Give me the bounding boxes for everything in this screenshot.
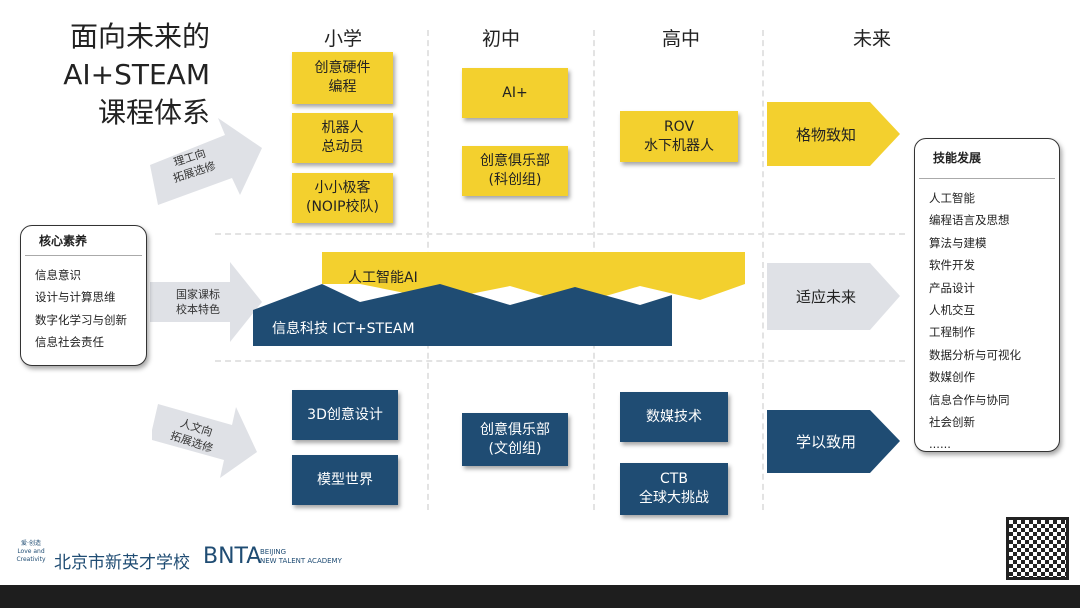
- slogan-logo: 爱·创造 Love and Creativity: [16, 540, 46, 563]
- list-item: 人机交互: [929, 303, 975, 318]
- course-box: 模型世界: [292, 455, 398, 505]
- list-item: 产品设计: [929, 280, 975, 295]
- course-box: AI+: [462, 68, 568, 118]
- course-box: 3D创意设计: [292, 390, 398, 440]
- list-item: 算法与建模: [929, 235, 987, 250]
- ict-band-label: 信息科技 ICT+STEAM: [272, 321, 415, 337]
- title-line: 面向未来的: [69, 20, 210, 53]
- list-item: 数据分析与可视化: [929, 347, 1021, 362]
- future-humanities-label: 学以致用: [795, 433, 856, 451]
- title-line: AI+STEAM: [63, 58, 210, 91]
- future-adapt-label: 适应未来: [795, 288, 856, 306]
- school-name-en: BEIJING NEW TALENT ACADEMY: [260, 548, 342, 565]
- core-literacy-title: 核心素养: [25, 226, 142, 256]
- science-arrow-shape: [150, 118, 262, 205]
- column-high: 高中: [661, 28, 700, 50]
- course-box: 小小极客 (NOIP校队): [292, 173, 393, 223]
- future-science-label: 格物致知: [795, 126, 856, 144]
- list-item: 编程语言及思想: [929, 213, 1010, 228]
- humanities-arrow-shape: [152, 404, 257, 478]
- list-item: 信息意识: [35, 268, 81, 282]
- school-name-cn: 北京市新英才学校: [54, 553, 190, 573]
- core-arrow-shape: [150, 262, 262, 342]
- column-middle: 初中: [481, 28, 520, 50]
- list-item: 信息合作与协同: [929, 392, 1010, 407]
- list-item: 人工智能: [929, 191, 975, 205]
- course-box: 数媒技术: [620, 392, 728, 442]
- qr-code: [1006, 517, 1069, 580]
- course-box: 机器人 总动员: [292, 113, 393, 163]
- divider: [215, 360, 905, 362]
- course-box: CTB 全球大挑战: [620, 463, 728, 515]
- future-humanities-arrow: [767, 410, 900, 473]
- list-item: 信息社会责任: [35, 335, 104, 350]
- school-abbr: BNTA: [203, 544, 262, 569]
- list-item: ......: [929, 437, 951, 452]
- page-title: 面向未来的 AI+STEAM 课程体系: [40, 18, 210, 132]
- core-track-label: 国家课标 校本特色: [176, 288, 220, 316]
- future-science-arrow: [767, 102, 900, 166]
- list-item: 设计与计算思维: [35, 290, 116, 305]
- ict-band: [253, 284, 672, 346]
- list-item: 数字化学习与创新: [35, 312, 127, 327]
- divider: [762, 30, 764, 510]
- divider: [215, 233, 905, 235]
- list-item: 软件开发: [929, 258, 975, 273]
- column-primary: 小学: [323, 28, 362, 50]
- future-adapt-arrow: [767, 263, 900, 330]
- column-future: 未来: [852, 28, 891, 50]
- course-box: 创意俱乐部 (科创组): [462, 146, 568, 196]
- skills-panel: 技能发展 人工智能 编程语言及思想 算法与建模 软件开发 产品设计 人机交互 工…: [914, 138, 1060, 452]
- core-literacy-panel: 核心素养 信息意识 设计与计算思维 数字化学习与创新 信息社会责任: [20, 225, 147, 366]
- course-box: ROV 水下机器人: [620, 111, 738, 162]
- list-item: 工程制作: [929, 325, 975, 340]
- ai-band-label: 人工智能AI: [348, 270, 418, 286]
- bottom-bar: [0, 585, 1080, 608]
- skills-title: 技能发展: [919, 139, 1055, 179]
- list-item: 数媒创作: [929, 370, 975, 385]
- course-box: 创意俱乐部 (文创组): [462, 413, 568, 466]
- course-box: 创意硬件 编程: [292, 52, 393, 104]
- list-item: 社会创新: [929, 415, 975, 430]
- title-line: 课程体系: [97, 96, 210, 129]
